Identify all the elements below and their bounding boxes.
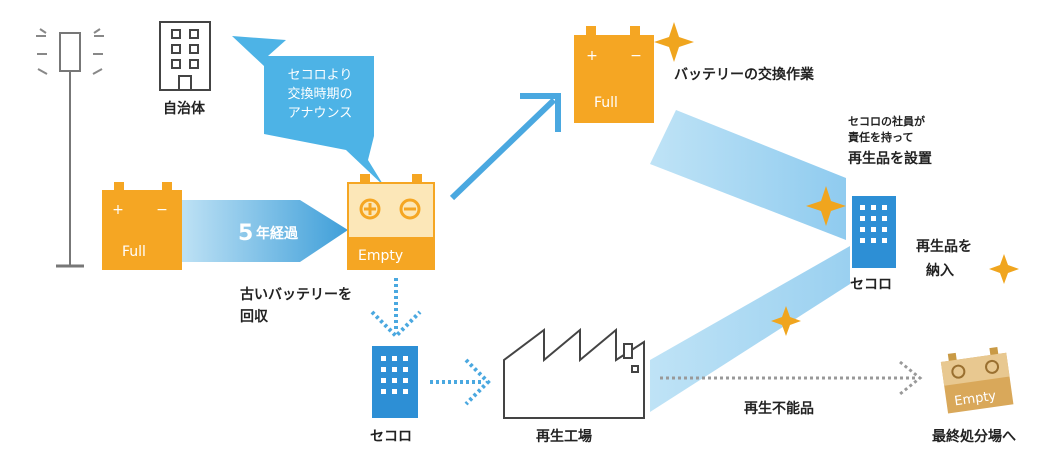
five-years-number: 5 [238,221,253,246]
five-year-arrow: 5 年経過 [180,200,348,262]
callout-line-2: 交換時期の [287,86,352,102]
empty-battery-icon: Empty [347,174,435,270]
callout-line-1: セコロより [288,68,353,83]
collect-line-1: 古いバッテリーを [240,287,352,303]
unrecyclable-label: 再生不能品 [744,401,814,417]
svg-text:−: − [630,48,642,64]
streetlight-icon [36,28,104,268]
municipality-building-icon [159,21,211,91]
sparkles [654,22,1019,336]
exchange-work-label: バッテリーの交換作業 [674,67,814,83]
staff-line-3: 再生品を設置 [848,151,932,167]
deliver-line-1: 再生品を [916,239,972,255]
empty-battery-label: Empty [358,248,403,264]
to-disposal-arrow [660,360,923,396]
deliver-line-2: 納入 [926,263,954,279]
to-factory-arrow [430,358,491,406]
five-years-label: 年経過 [256,225,299,242]
announcement-callout: セコロより 交換時期の アナウンス [232,36,384,186]
full-battery-new-label: Full [594,95,618,111]
sparkle-icon [989,254,1019,284]
staff-line-2: 責任を持って [848,131,914,144]
sparkle-icon [771,306,801,336]
disposal-label: 最終処分場へ [932,429,1016,445]
sparkle-icon [654,22,694,62]
staff-line-1: セコロの社員が [848,115,925,128]
full-battery-old-label: Full [122,244,146,260]
secoro-building-right-icon [852,196,896,268]
svg-text:+: + [586,48,598,64]
exchange-arrow [449,93,561,201]
factory-label: 再生工場 [536,429,592,445]
svg-text:−: − [156,202,168,218]
collect-line-2: 回収 [240,309,268,325]
svg-text:+: + [112,202,124,218]
full-battery-new-icon: + − Full [574,26,654,123]
recycling-factory-icon [503,327,645,419]
sparkle-icon [806,186,846,226]
municipality-label: 自治体 [163,101,205,117]
disposed-battery-label: Empty [954,389,998,410]
secoro-building-bottom-icon [372,346,418,418]
secoro-label-bottom: セコロ [370,429,412,445]
delivery-flow-band [650,246,850,412]
disposed-battery-icon: Empty [940,346,1014,414]
install-flow-band [650,110,846,240]
callout-line-3: アナウンス [288,106,352,121]
secoro-label-right: セコロ [850,277,892,293]
collect-arrow [370,278,422,339]
full-battery-old-icon: + − Full [102,182,182,270]
